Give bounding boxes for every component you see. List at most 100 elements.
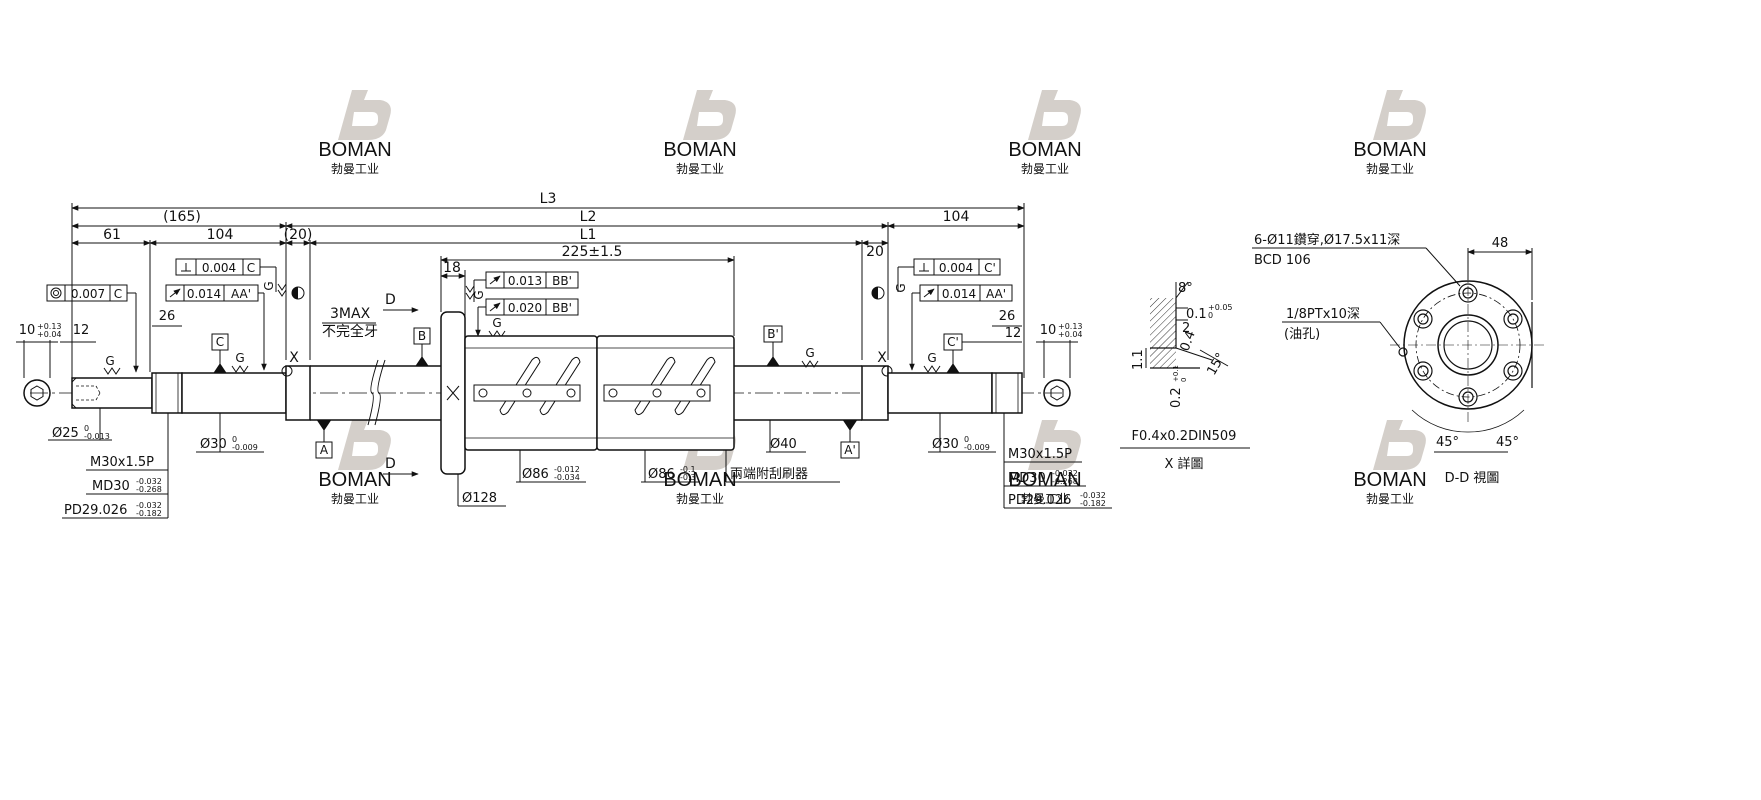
watermark-1: BOMAN 勃曼工业 [318,90,392,176]
watermark-brand: BOMAN [1353,139,1426,161]
surface-symbols: G G G G G G G G [103,281,941,375]
dim-01: 0.1 [1186,307,1207,322]
d30-left-tol-top: 0 [232,435,237,444]
dim-26-right: 26 [999,309,1016,324]
shaft [30,311,1062,475]
d25-tol-top: 0 [84,424,89,433]
dim-104-right: 104 [943,209,970,225]
d40-label: Ø40 [770,437,797,452]
dim-48: 48 [1492,236,1509,251]
d30-right-tol-top: 0 [964,435,969,444]
datum-B: B [418,329,426,343]
top-dimension-labels: L3 (165) L2 104 61 104 (20) L1 20 225±1.… [103,191,969,276]
dim-11: 1.1 [1131,349,1146,370]
datum-C: C [216,335,224,349]
gdt-value: 0.014 [942,287,976,301]
d86a-tol-top: -0.012 [554,465,580,474]
dim-2: 2 [1182,321,1190,336]
end-views [16,325,1078,407]
g-label-4: G [805,346,814,360]
dim-165: (165) [163,209,201,225]
dim-L1: L1 [580,227,597,243]
gdt-datum: C [114,287,122,301]
dim-04: 0.4 [1178,329,1199,354]
watermark-5: BOMAN 勃曼工业 [318,420,392,506]
datum-C2: C' [947,335,959,349]
dim-02-tol-top: +0.1 [1172,365,1180,382]
dim-01-tol-top: +0.05 [1208,303,1233,312]
gdt-value: 0.004 [939,261,973,275]
d86b-tol-top: -0.1 [680,465,696,474]
d86a-tol-bot: -0.034 [554,473,580,482]
angle-45-a: 45° [1436,435,1459,450]
pd-right-tol-top: -0.032 [1080,491,1106,500]
datum-A2: A' [844,443,856,457]
g-label-1: G [105,354,114,368]
d86b-tol-bot: -0.3 [680,473,696,482]
watermark-brand: BOMAN [1353,469,1426,491]
dim-61: 61 [103,227,121,243]
g-label-nut-vert: G [472,290,486,299]
dim-26-left: 26 [159,309,176,324]
gdt-value: 0.007 [71,287,105,301]
tol-right-bot: +0.04 [1058,330,1083,339]
angle-8: 8° [1178,281,1193,296]
dim-02-tol-bot: 0 [1180,378,1188,382]
dim-18: 18 [443,260,461,276]
watermark-2: BOMAN 勃曼工业 [663,90,737,176]
g-label-5: G [927,351,936,365]
watermark-subtitle: 勃曼工业 [1366,492,1414,506]
d30-right-label: Ø30 [932,437,959,452]
pd-right-tol-bot: -0.182 [1080,499,1106,508]
watermarks: BOMAN 勃曼工业 BOMAN 勃曼工业 BOMAN 勃曼工业 BOMAN 勃… [318,90,1427,506]
d-label-bottom: D [385,456,396,472]
gdt-value: 0.014 [187,287,221,301]
gdt-datum: AA' [986,287,1006,301]
watermark-brand: BOMAN [663,139,736,161]
watermark-brand: BOMAN [318,139,391,161]
g-label-3: G [492,316,501,330]
detail-x-caption: X 詳圖 [1164,456,1203,472]
detail-x-spec: F0.4x0.2DIN509 [1132,429,1237,444]
d-label-top: D [385,292,396,308]
top-dimensions [71,203,1025,378]
dim-20-right: 20 [866,244,884,260]
wipers-label: 兩端附刮刷器 [730,467,808,482]
watermark-6: BOMAN 勃曼工业 [663,420,737,506]
dim-12-left: 12 [73,323,90,338]
g-label-2: G [235,351,244,365]
max-label: 3MAX [330,306,371,322]
pd-left-tol-bot: -0.182 [136,509,162,518]
watermark-subtitle: 勃曼工业 [331,162,379,176]
oil-note: 1/8PTx10深 [1286,307,1360,322]
dim-L2: L2 [580,209,597,225]
gdt-frames: 0.004 C 0.014 AA' 0.007 C [46,258,1013,373]
x-label-left: X [289,350,299,366]
d30-left-tol-bot: -0.009 [232,443,258,452]
md-right-tol-top: -0.032 [1052,469,1078,478]
gdt-left-circularity: 0.007 C [46,284,139,373]
pd-left: PD29.026 [64,503,127,518]
watermark-brand: BOMAN [318,469,391,491]
gdt-value: 0.020 [508,301,542,315]
watermark-subtitle: 勃曼工业 [331,492,379,506]
g-label-left-vert: G [262,281,276,290]
gdt-nut-runout-1: 0.013 BB' [473,271,579,302]
watermark-4: BOMAN 勃曼工业 [1353,90,1427,176]
datum-markers: C C' B B' A A' [211,325,963,459]
watermark-subtitle: 勃曼工业 [1021,162,1069,176]
g-label-right-vert: G [894,283,908,292]
view-dd: 48 6-Ø11鑽穿,Ø17.5x11深 BCD 106 1/8PTx10深 (… [1252,232,1546,486]
md-left: MD30 [92,479,130,494]
tol-right-top: +0.13 [1058,322,1083,331]
watermark-3: BOMAN 勃曼工业 [1008,90,1082,176]
watermark-brand: BOMAN [663,469,736,491]
d25-label: Ø25 [52,426,79,441]
bottom-callouts: Ø25 0 -0.013 Ø30 0 -0.009 Ø30 0 -0.009 Ø… [48,408,1112,519]
watermark-subtitle: 勃曼工业 [1021,492,1069,506]
dim-10-right: 10 [1040,323,1057,338]
bolt-holes [1413,283,1523,407]
oil-hole [1398,347,1408,357]
holes-note: 6-Ø11鑽穿,Ø17.5x11深 [1254,232,1400,248]
gdt-datum: C [247,261,255,275]
